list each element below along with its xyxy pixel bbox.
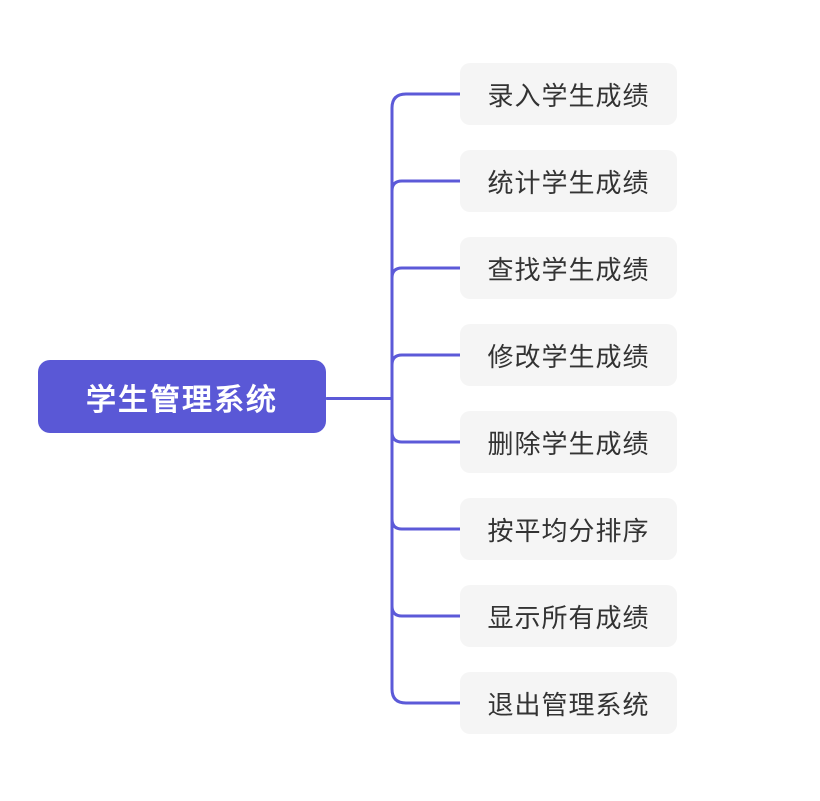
child-node-exit-system[interactable]: 退出管理系统 bbox=[460, 672, 677, 734]
child-node-find-grades[interactable]: 查找学生成绩 bbox=[460, 237, 677, 299]
connector-branch-7 bbox=[390, 604, 462, 618]
connector-trunk bbox=[390, 92, 462, 705]
connector-branch-3 bbox=[390, 266, 462, 280]
root-node-student-management-system[interactable]: 学生管理系统 bbox=[38, 360, 326, 433]
child-node-stat-grades[interactable]: 统计学生成绩 bbox=[460, 150, 677, 212]
child-node-modify-grades[interactable]: 修改学生成绩 bbox=[460, 324, 677, 386]
child-node-delete-grades[interactable]: 删除学生成绩 bbox=[460, 411, 677, 473]
connector-branch-5 bbox=[390, 430, 462, 444]
connector-branch-6 bbox=[390, 517, 462, 531]
child-node-show-all-grades[interactable]: 显示所有成绩 bbox=[460, 585, 677, 647]
child-node-input-grades[interactable]: 录入学生成绩 bbox=[460, 63, 677, 125]
connector-branch-2 bbox=[390, 179, 462, 193]
child-node-sort-by-average[interactable]: 按平均分排序 bbox=[460, 498, 677, 560]
connector-branch-4 bbox=[390, 353, 462, 367]
